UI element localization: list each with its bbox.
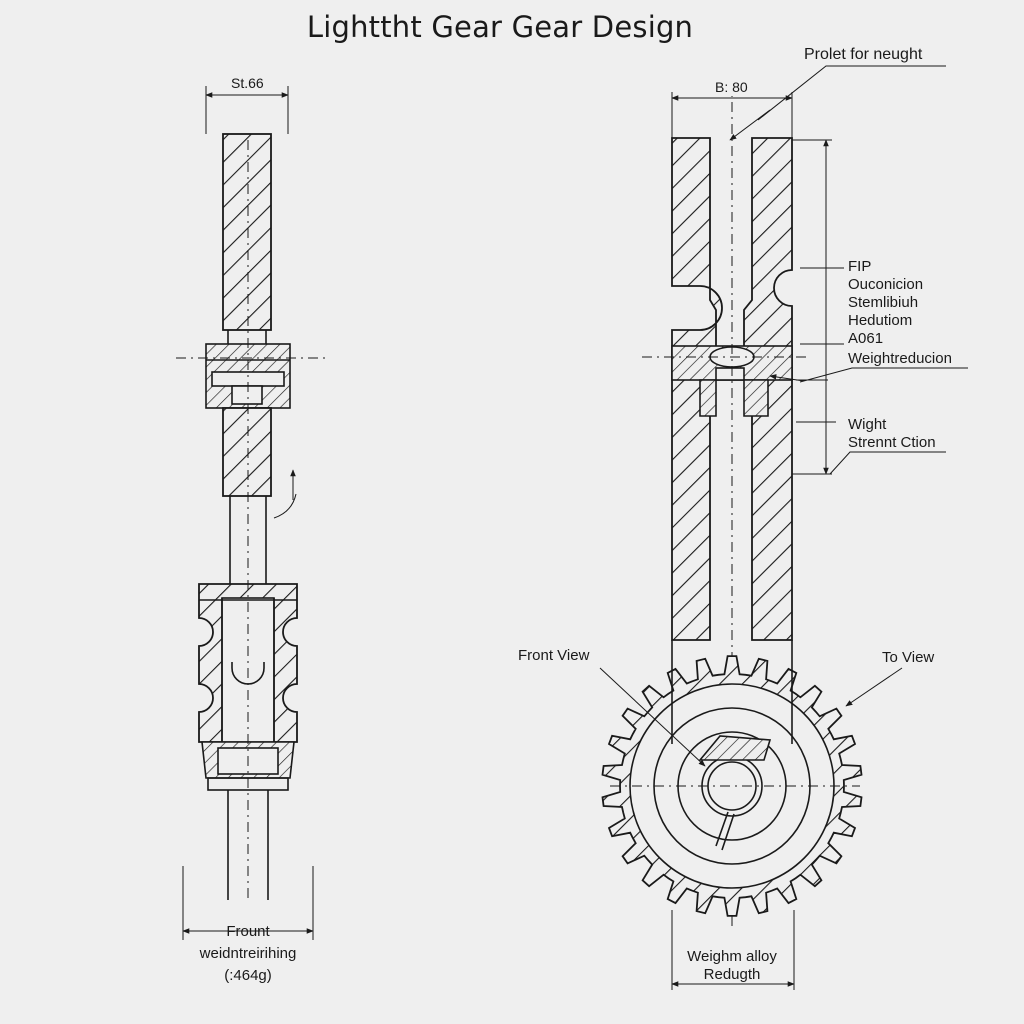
wight-label: Wight <box>848 416 887 433</box>
right-top-dimension <box>671 92 793 138</box>
drawing-title: Lighttht Gear Gear Design <box>306 10 694 44</box>
right-bottom-dimension <box>671 910 795 990</box>
top-view-label: To View <box>882 649 935 666</box>
side-note-3: Stemlibiuh <box>848 294 919 311</box>
left-bottom-label-line-3: (:464g) <box>224 967 272 984</box>
side-note-4: Hedutiom <box>848 312 913 329</box>
side-note-5: A061 <box>848 330 884 347</box>
left-top-dimension-label: St.66 <box>228 74 267 92</box>
left-bottom-label-line-2: weidntreirihing <box>199 945 297 962</box>
left-bottom-label: Frount weidntreirihing (:464g) <box>168 923 328 985</box>
callout-top-label: Prolet for neught <box>804 46 923 63</box>
right-bottom-label: Weighm alloy Redugth <box>652 948 812 984</box>
weight-reduction-label: Weightreducion <box>848 350 952 367</box>
strength-caption-label: Strennt Ction <box>848 434 936 451</box>
side-notes: FIP Ouconicion Stemlibiuh Hedutiom A061 <box>848 258 923 348</box>
right-top-dimension-label: B: 80 <box>712 78 751 96</box>
left-top-dimension <box>205 86 289 134</box>
left-bottom-dimension <box>182 866 314 940</box>
upper-shaft <box>222 133 272 331</box>
middle-shaft <box>222 407 272 497</box>
left-shaft-view <box>176 86 330 940</box>
right-bottom-label-line-2: Redugth <box>703 966 761 983</box>
front-view-label: Front View <box>518 647 590 664</box>
side-note-1: FIP <box>848 258 872 275</box>
gear-top-view <box>601 640 863 917</box>
side-note-2: Ouconicion <box>848 276 924 293</box>
left-bottom-label-line-1: Frount <box>226 923 270 940</box>
body-left-half <box>671 137 723 641</box>
right-vertical-dimension <box>792 139 844 475</box>
right-bottom-label-line-1: Weighm alloy <box>687 948 777 965</box>
right-section-view <box>599 65 968 990</box>
